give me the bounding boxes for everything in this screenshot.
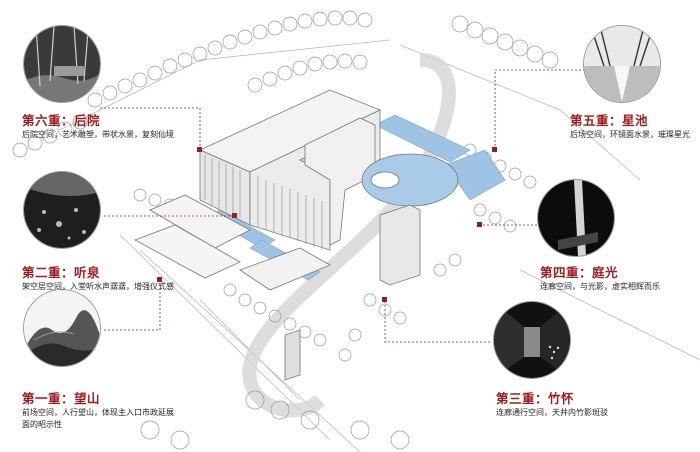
bamboo-corridor-photo	[494, 302, 570, 378]
layer-first-title: 第一重：望山	[22, 391, 101, 406]
forest-garden-photo	[24, 26, 100, 102]
light-beam-photo	[538, 180, 614, 256]
layer-third-title: 第三重：竹怀	[496, 391, 575, 406]
layer-fourth-desc: 连廊空间，与光影，虚实相辉而乐	[540, 282, 660, 291]
layer-third-label: 第三重：竹怀 连廊通行空间，天井内竹影斑驳	[496, 388, 608, 419]
landscape-curve	[242, 53, 456, 418]
tree-row-northwest	[12, 10, 373, 158]
water-pond-photo	[24, 172, 100, 248]
layer-sixth-title: 第六重：后院	[22, 113, 101, 128]
layer-first-desc-line2: 面的昭示性	[22, 420, 62, 429]
mirror-pool-photo	[584, 26, 660, 102]
main-building	[134, 89, 459, 381]
layer-fifth-label: 第五重：星池 后场空间，环镜面水景，璀璨星光	[570, 110, 690, 141]
ink-mountain-photo	[24, 290, 100, 366]
layer-sixth-desc: 后院空间，艺术雕塑，带状水景，复刻仙境	[22, 130, 174, 139]
layer-third-desc: 连廊通行空间，天井内竹影斑驳	[496, 408, 608, 417]
layer-fifth-desc: 后场空间，环镜面水景，璀璨星光	[570, 130, 690, 139]
layer-fourth-title: 第四重：庭光	[540, 265, 619, 280]
layer-second-label: 第二重：听泉 架空层空间，入堂听水声潺潺，增强仪式感	[22, 262, 174, 293]
layer-fourth-label: 第四重：庭光 连廊空间，与光影，虚实相辉而乐	[540, 262, 660, 293]
layer-sixth-label: 第六重：后院 后院空间，艺术雕塑，带状水景，复刻仙境	[22, 110, 174, 141]
layer-second-desc: 架空层空间，入堂听水声潺潺，增强仪式感	[22, 282, 174, 291]
layer-second-title: 第二重：听泉	[22, 265, 101, 280]
callout-lines	[100, 69, 585, 343]
tree-row-northeast	[451, 15, 559, 69]
layer-first-desc-line1: 前场空间，人行望山，体现主入口市政延展	[22, 408, 174, 417]
callout-markers	[157, 147, 497, 302]
layer-fifth-title: 第五重：星池	[570, 113, 649, 128]
tree-row-north	[247, 53, 368, 93]
layer-first-label: 第一重：望山 前场空间，人行望山，体现主入口市政延展 面的昭示性	[22, 388, 174, 431]
